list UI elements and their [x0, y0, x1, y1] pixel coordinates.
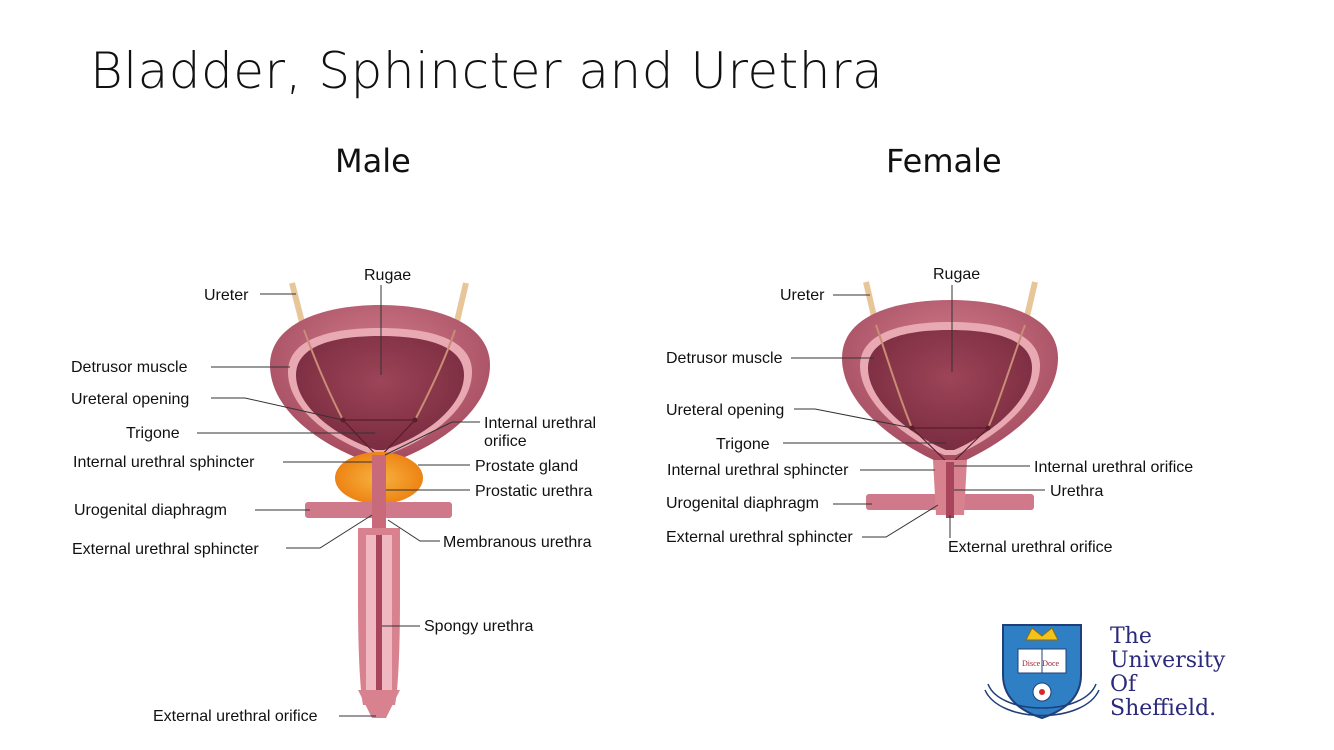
female-urethra-channel: [946, 462, 954, 518]
female-leader-ext-sphincter: [862, 504, 939, 538]
male-label-ureteral-opening: Ureteral opening: [71, 391, 189, 408]
female-label-urethra: Urethra: [1050, 483, 1103, 500]
female-label-rugae: Rugae: [933, 266, 980, 283]
university-crest-icon: Disce Doce: [984, 624, 1100, 720]
male-label-rugae: Rugae: [364, 267, 411, 284]
male-ureteral-opening-dot-r: [412, 417, 418, 423]
female-label-ext-orifice: External urethral orifice: [948, 539, 1113, 556]
female-ureter-inner-left: [875, 324, 913, 429]
wordmark-line-3: Of: [1110, 672, 1137, 697]
male-label-prostate: Prostate gland: [475, 458, 578, 475]
female-label-int-orifice: Internal urethral orifice: [1034, 459, 1193, 476]
male-leader-ext-sphincter: [286, 514, 373, 549]
male-label-ext-orifice: External urethral orifice: [153, 708, 318, 725]
wordmark-line-4: Sheffield.: [1110, 696, 1217, 721]
male-bladder-lumen: [296, 336, 464, 450]
female-trigone: [910, 427, 990, 466]
male-leader-ureteral-opening: [211, 397, 344, 421]
male-spongy-urethra: [376, 535, 382, 715]
female-label-urogenital: Urogenital diaphragm: [666, 495, 819, 512]
crest-book-text: Disce Doce: [1022, 659, 1060, 668]
slide-title: Bladder, Sphincter and Urethra: [90, 42, 884, 100]
male-label-int-orifice-2: orifice: [484, 433, 527, 450]
male-label-urogenital: Urogenital diaphragm: [74, 502, 227, 519]
male-diagram: Rugae Ureter Detrusor muscle Ureteral op…: [71, 267, 596, 725]
female-label-ureter: Ureter: [780, 287, 825, 304]
male-ureter-inner-left: [303, 329, 344, 421]
female-heading: Female: [886, 142, 1002, 180]
male-ureter-inner-right: [414, 329, 456, 421]
male-label-int-orifice-1: Internal urethral: [484, 415, 596, 432]
male-label-int-sphincter: Internal urethral sphincter: [73, 454, 255, 471]
female-label-detrusor: Detrusor muscle: [666, 350, 783, 367]
female-label-ext-sphincter: External urethral sphincter: [666, 529, 853, 546]
male-label-ureter: Ureter: [204, 287, 249, 304]
female-diagram: Rugae Ureter Detrusor muscle Ureteral op…: [666, 266, 1193, 556]
female-leader-ureteral-opening: [794, 408, 913, 429]
male-leader-int-orifice: [384, 421, 480, 456]
male-label-prostatic-urethra: Prostatic urethra: [475, 483, 592, 500]
wordmark-line-2: University: [1110, 648, 1226, 673]
male-urethra-upper: [372, 455, 386, 530]
male-leader-membranous: [387, 519, 440, 542]
male-label-membranous: Membranous urethra: [443, 534, 592, 551]
male-label-trigone: Trigone: [126, 425, 180, 442]
university-wordmark: The University Of Sheffield.: [1110, 625, 1225, 721]
male-label-spongy: Spongy urethra: [424, 618, 534, 635]
female-label-trigone: Trigone: [716, 436, 770, 453]
female-ureter-inner-right: [987, 324, 1026, 429]
male-heading: Male: [335, 142, 411, 180]
male-label-detrusor: Detrusor muscle: [71, 359, 188, 376]
male-trigone: [341, 419, 417, 459]
wordmark-line-1: The: [1110, 624, 1152, 649]
female-ureteral-opening-dot-r: [985, 425, 991, 431]
female-label-int-sphincter: Internal urethral sphincter: [667, 462, 849, 479]
male-glans: [358, 690, 400, 718]
male-label-ext-sphincter: External urethral sphincter: [72, 541, 259, 558]
female-label-ureteral-opening: Ureteral opening: [666, 402, 784, 419]
